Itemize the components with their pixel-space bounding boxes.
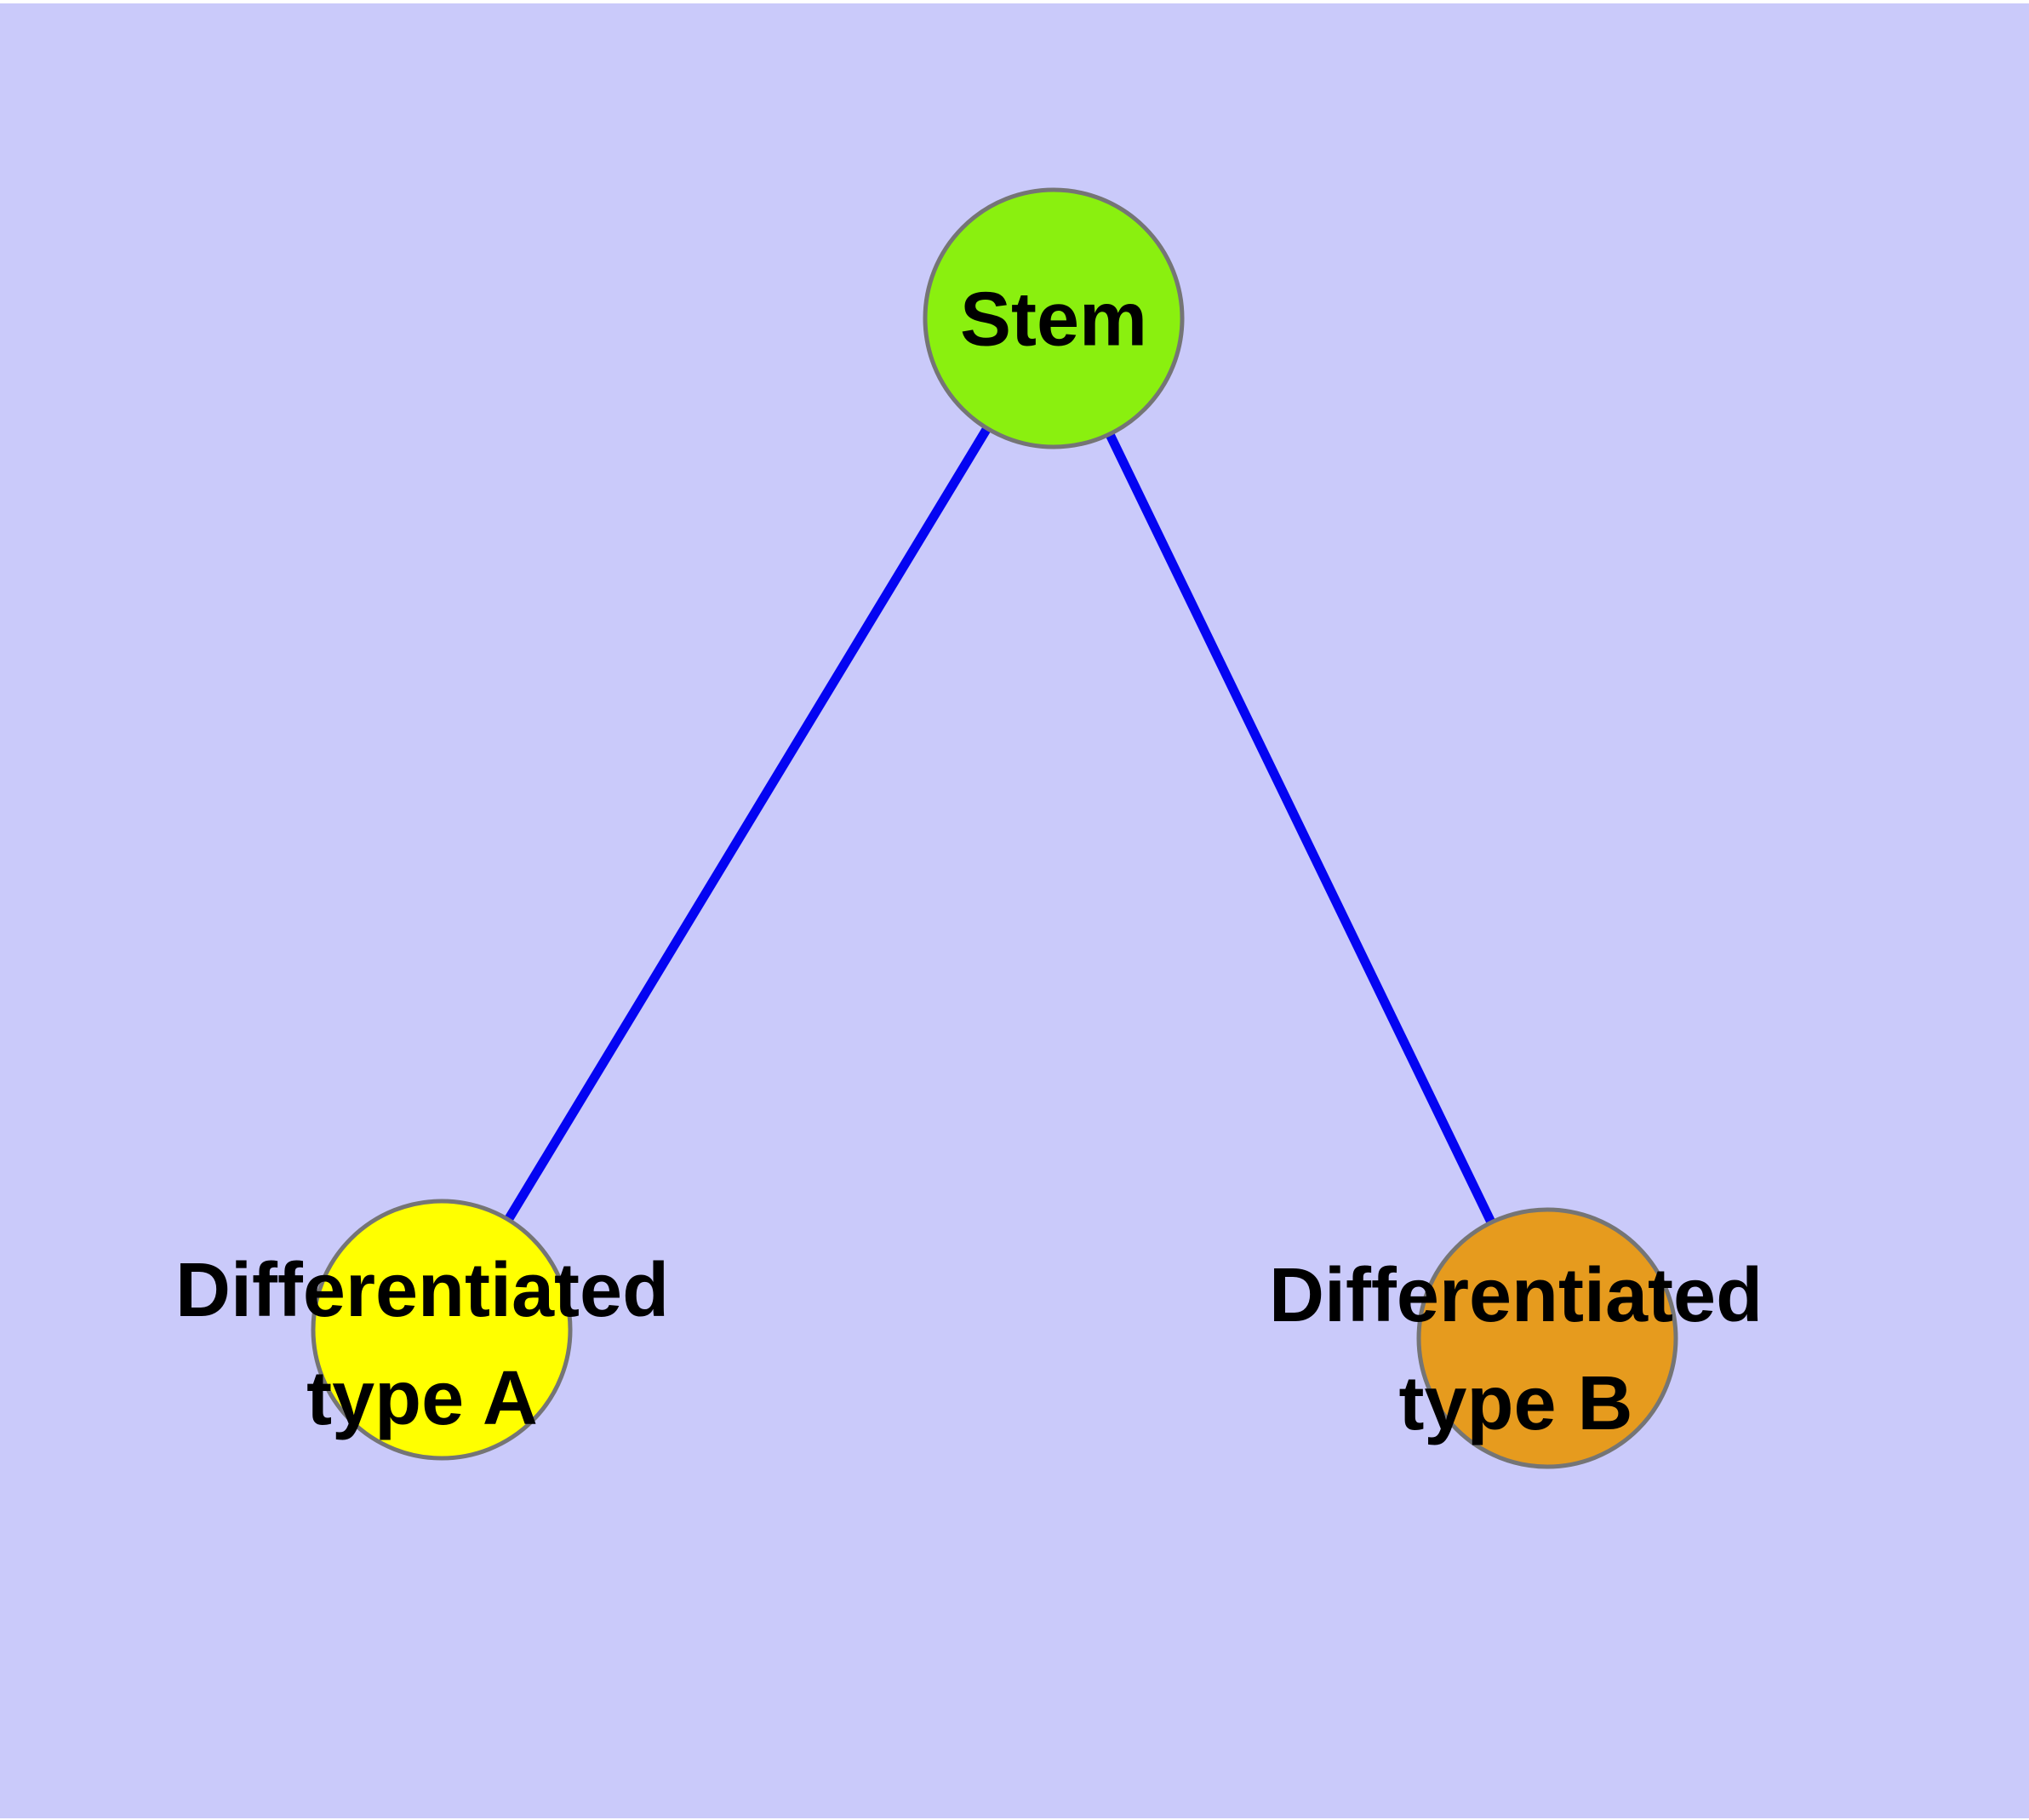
stem-label-line-1: Stem	[959, 277, 1148, 363]
differentiated-type-a-node-label: Differentiated type A	[175, 1237, 669, 1453]
differentiated-type-b-node-label: Differentiated type B	[1269, 1242, 1763, 1458]
diagram-canvas: Stem Differentiated type A Differentiate…	[0, 3, 2029, 1818]
type-a-label-line-2: type A	[306, 1356, 538, 1441]
differentiated-type-a-node	[311, 1199, 573, 1461]
type-a-label-line-1: Differentiated	[174, 1248, 670, 1333]
stem-node	[923, 187, 1185, 449]
edge-stem-to-type-a	[437, 316, 1058, 1332]
graph-svg	[311, 187, 1678, 1469]
edge-stem-to-type-b	[1049, 316, 1552, 1341]
type-b-label-line-1: Differentiated	[1268, 1253, 1763, 1338]
stem-node-label: Stem	[960, 266, 1147, 375]
differentiated-type-b-node	[1416, 1207, 1678, 1469]
type-b-label-line-2: type B	[1398, 1361, 1633, 1446]
